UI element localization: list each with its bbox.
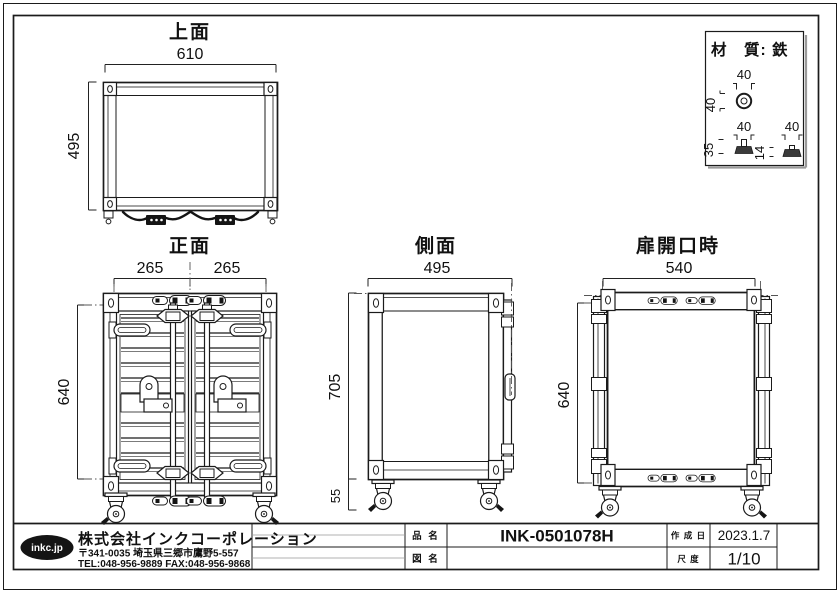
svg-text:40: 40 — [785, 119, 799, 134]
logo-text: inkc.jp — [31, 543, 63, 554]
front-right-caster — [252, 492, 280, 526]
side-width-dim: 495 — [424, 260, 451, 277]
front-view-title: 正面 — [169, 236, 211, 257]
front-left-caster — [100, 492, 128, 526]
pipe-section-detail: 40 40 — [703, 67, 755, 112]
side-caster-height-dim: 55 — [328, 489, 343, 503]
front-right-top-hinge-handle — [229, 321, 272, 339]
open-right-caster — [740, 485, 768, 520]
front-left-bottom-hinge-handle — [108, 457, 151, 475]
door-open-view: 扉開口時 540 640 — [556, 234, 778, 520]
open-right-door-edge — [755, 295, 773, 487]
scale-value: 1/10 — [727, 550, 760, 569]
front-view: 正面 265 265 640 — [56, 236, 280, 526]
date-value: 2023.1.7 — [718, 528, 771, 543]
open-width-dim: 540 — [666, 260, 693, 277]
product-name-label: 品 名 — [412, 530, 440, 542]
svg-text:14: 14 — [752, 146, 767, 160]
top-view-width-dim: 610 — [177, 46, 204, 63]
title-block: inkc.jp 株式会社インクコーポレーション 〒341-0035 埼玉県三郷市… — [13, 522, 819, 570]
top-view-door-hardware — [103, 210, 278, 225]
inner-frame — [12, 14, 820, 571]
front-right-door-dim: 265 — [214, 260, 241, 277]
side-height-dim: 705 — [327, 374, 344, 401]
side-right-caster — [477, 479, 505, 513]
front-left-door-dim: 265 — [137, 260, 164, 277]
company-name: 株式会社インクコーポレーション — [78, 530, 318, 548]
top-view: 上面 610 495 — [66, 21, 279, 225]
top-view-depth-dim: 495 — [66, 133, 83, 160]
side-door-edge-hardware — [501, 283, 516, 473]
drawing-name-label: 図 名 — [412, 553, 440, 565]
scale-label: 尺 度 — [676, 554, 699, 564]
svg-text:35: 35 — [701, 143, 716, 157]
date-label: 作 成 日 — [671, 531, 706, 541]
svg-text:40: 40 — [703, 98, 718, 112]
open-left-door-edge — [590, 295, 608, 487]
adjuster-foot-tall: 40 35 — [701, 119, 755, 157]
side-view: 側面 495 705 55 — [327, 235, 516, 513]
front-height-dim: 640 — [56, 379, 73, 406]
adjuster-foot-short: 40 14 — [752, 119, 803, 160]
company-logo: inkc.jp — [20, 535, 74, 560]
material-label: 材 質: 鉄 — [711, 40, 788, 59]
top-view-title: 上面 — [169, 21, 211, 43]
outer-border — [3, 3, 837, 590]
side-left-caster — [367, 479, 395, 513]
open-left-caster — [594, 485, 622, 520]
material-note-box: 材 質: 鉄 40 40 40 35 40 14 — [701, 30, 808, 169]
open-height-dim: 640 — [556, 382, 573, 409]
front-right-bottom-hinge-handle — [229, 457, 272, 475]
company-tel-fax: TEL:048-956-9889 FAX:048-956-9868 — [78, 559, 251, 570]
product-name-value: INK-0501078H — [500, 527, 613, 546]
door-open-title: 扉開口時 — [636, 234, 720, 257]
company-address: 〒341-0035 埼玉県三郷市鷹野5-557 — [78, 547, 239, 560]
front-left-top-hinge-handle — [108, 321, 151, 339]
svg-text:40: 40 — [737, 119, 751, 134]
side-view-title: 側面 — [414, 235, 457, 257]
svg-text:40: 40 — [737, 67, 751, 82]
